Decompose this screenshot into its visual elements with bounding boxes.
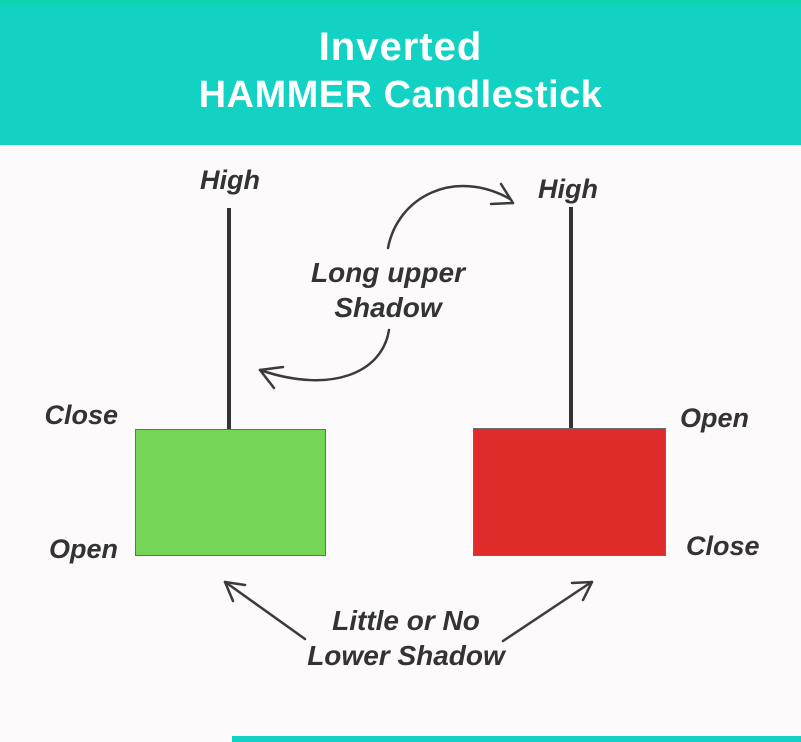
arrow-to-bullish-candle-bottom — [223, 580, 307, 641]
curved-arrow-to-left-wick — [258, 328, 391, 390]
upper-shadow-annotation: Long upper Shadow — [288, 255, 488, 325]
title-line-1: Inverted — [318, 25, 483, 69]
footer-accent-bar — [232, 736, 801, 742]
bearish-candle-body — [473, 428, 666, 556]
bullish-close-label: Close — [44, 400, 118, 430]
header-banner: Inverted HAMMER Candlestick — [0, 0, 801, 145]
curved-arrow-to-right-wick — [386, 182, 515, 250]
upper-shadow-annotation-line1: Long upper — [311, 257, 465, 288]
bearish-candle-upper-wick — [569, 207, 573, 429]
arrow-to-bearish-candle-bottom — [501, 580, 594, 643]
bearish-close-label: Close — [686, 531, 760, 561]
upper-shadow-annotation-line2: Shadow — [334, 292, 442, 323]
bullish-candle-upper-wick — [227, 208, 231, 430]
bullish-open-label: Open — [48, 534, 118, 564]
lower-shadow-annotation: Little or No Lower Shadow — [301, 603, 511, 673]
lower-shadow-annotation-line2: Lower Shadow — [307, 640, 505, 671]
bullish-candle-body — [135, 429, 326, 556]
title-line-2: HAMMER Candlestick — [198, 74, 603, 116]
lower-shadow-annotation-line1: Little or No — [332, 605, 480, 636]
bullish-high-label: High — [200, 165, 260, 195]
bearish-open-label: Open — [680, 403, 750, 433]
bearish-high-label: High — [538, 174, 598, 204]
